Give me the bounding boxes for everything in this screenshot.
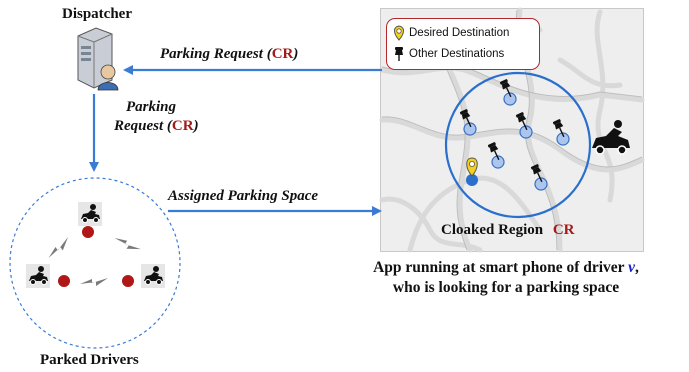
destination-thumbtack-icon: [487, 142, 505, 169]
cloaked-region-code: CR: [552, 222, 575, 238]
paren-close-2: ): [193, 118, 199, 134]
caption-line1: App running at smart phone of driver v,: [336, 258, 676, 278]
legend-other-label: Other Destinations: [409, 48, 505, 60]
legend-row-other: Other Destinations: [393, 46, 504, 62]
destination-thumbtack-icon: [552, 119, 570, 146]
parking-request-top-code: CR: [271, 46, 294, 62]
lightning-bolt-icon: [80, 278, 108, 286]
caption-line2: who is looking for a parking space: [392, 279, 620, 296]
parked-driver-dot: [82, 226, 94, 238]
map-legend: Desired Destination Other Destinations: [386, 18, 540, 70]
parked-driver-icon: [26, 264, 50, 288]
legend-desired-label: Desired Destination: [409, 27, 510, 39]
legend-row-desired: Desired Destination: [393, 25, 509, 41]
destination-thumbtack-icon: [499, 79, 517, 106]
paren-close: ): [293, 46, 299, 62]
paren-open-2: (: [166, 118, 172, 134]
parking-request-top-label: Parking Request (CR): [160, 46, 298, 63]
destination-markers: [459, 79, 570, 191]
parking-request-left-code: CR: [171, 118, 194, 134]
parked-driver-dot: [58, 275, 70, 287]
parking-request-left-line2: Request: [114, 118, 164, 134]
dispatcher-server-icon: [77, 27, 119, 91]
destination-thumbtack-icon: [530, 164, 548, 191]
parked-driver-icon: [78, 202, 102, 226]
parking-request-left-label: Parking Request (CR): [114, 98, 199, 136]
paren-open: (: [266, 46, 272, 62]
pin-yellow-icon: [394, 25, 404, 41]
cloaked-region-label: Cloaked Region CR: [441, 222, 575, 239]
parked-driver-dot: [122, 275, 134, 287]
parking-request-left-line1: Parking: [126, 99, 177, 115]
lightning-bolt-icon: [114, 237, 141, 250]
lightning-bolt-icon: [48, 237, 69, 259]
caption-driver-var: v: [628, 259, 636, 276]
destination-thumbtack-icon: [459, 109, 477, 136]
parked-driver-icon: [141, 264, 165, 288]
caption: App running at smart phone of driver v, …: [336, 258, 676, 298]
destination-thumbtack-icon: [515, 112, 533, 139]
parking-request-top-text: Parking Request: [160, 46, 263, 62]
caption-line1-pre: App running at smart phone of driver: [373, 259, 625, 276]
parked-drivers-graphics: [26, 202, 165, 288]
parking-request-left-line2-wrap: Request (CR): [114, 117, 199, 136]
car-driver-icon: [592, 120, 630, 155]
caption-line1-post: ,: [635, 259, 639, 276]
parked-drivers-circle: [9, 177, 181, 349]
dispatcher-label: Dispatcher: [62, 6, 132, 22]
parked-drivers-label: Parked Drivers: [40, 352, 139, 368]
desired-destination-pin-icon: [466, 157, 478, 186]
assigned-parking-space-label: Assigned Parking Space: [168, 188, 319, 204]
thumbtack-icon: [395, 47, 403, 61]
cloaked-region-text: Cloaked Region: [441, 222, 544, 238]
cloaked-region-circle: [444, 71, 592, 219]
